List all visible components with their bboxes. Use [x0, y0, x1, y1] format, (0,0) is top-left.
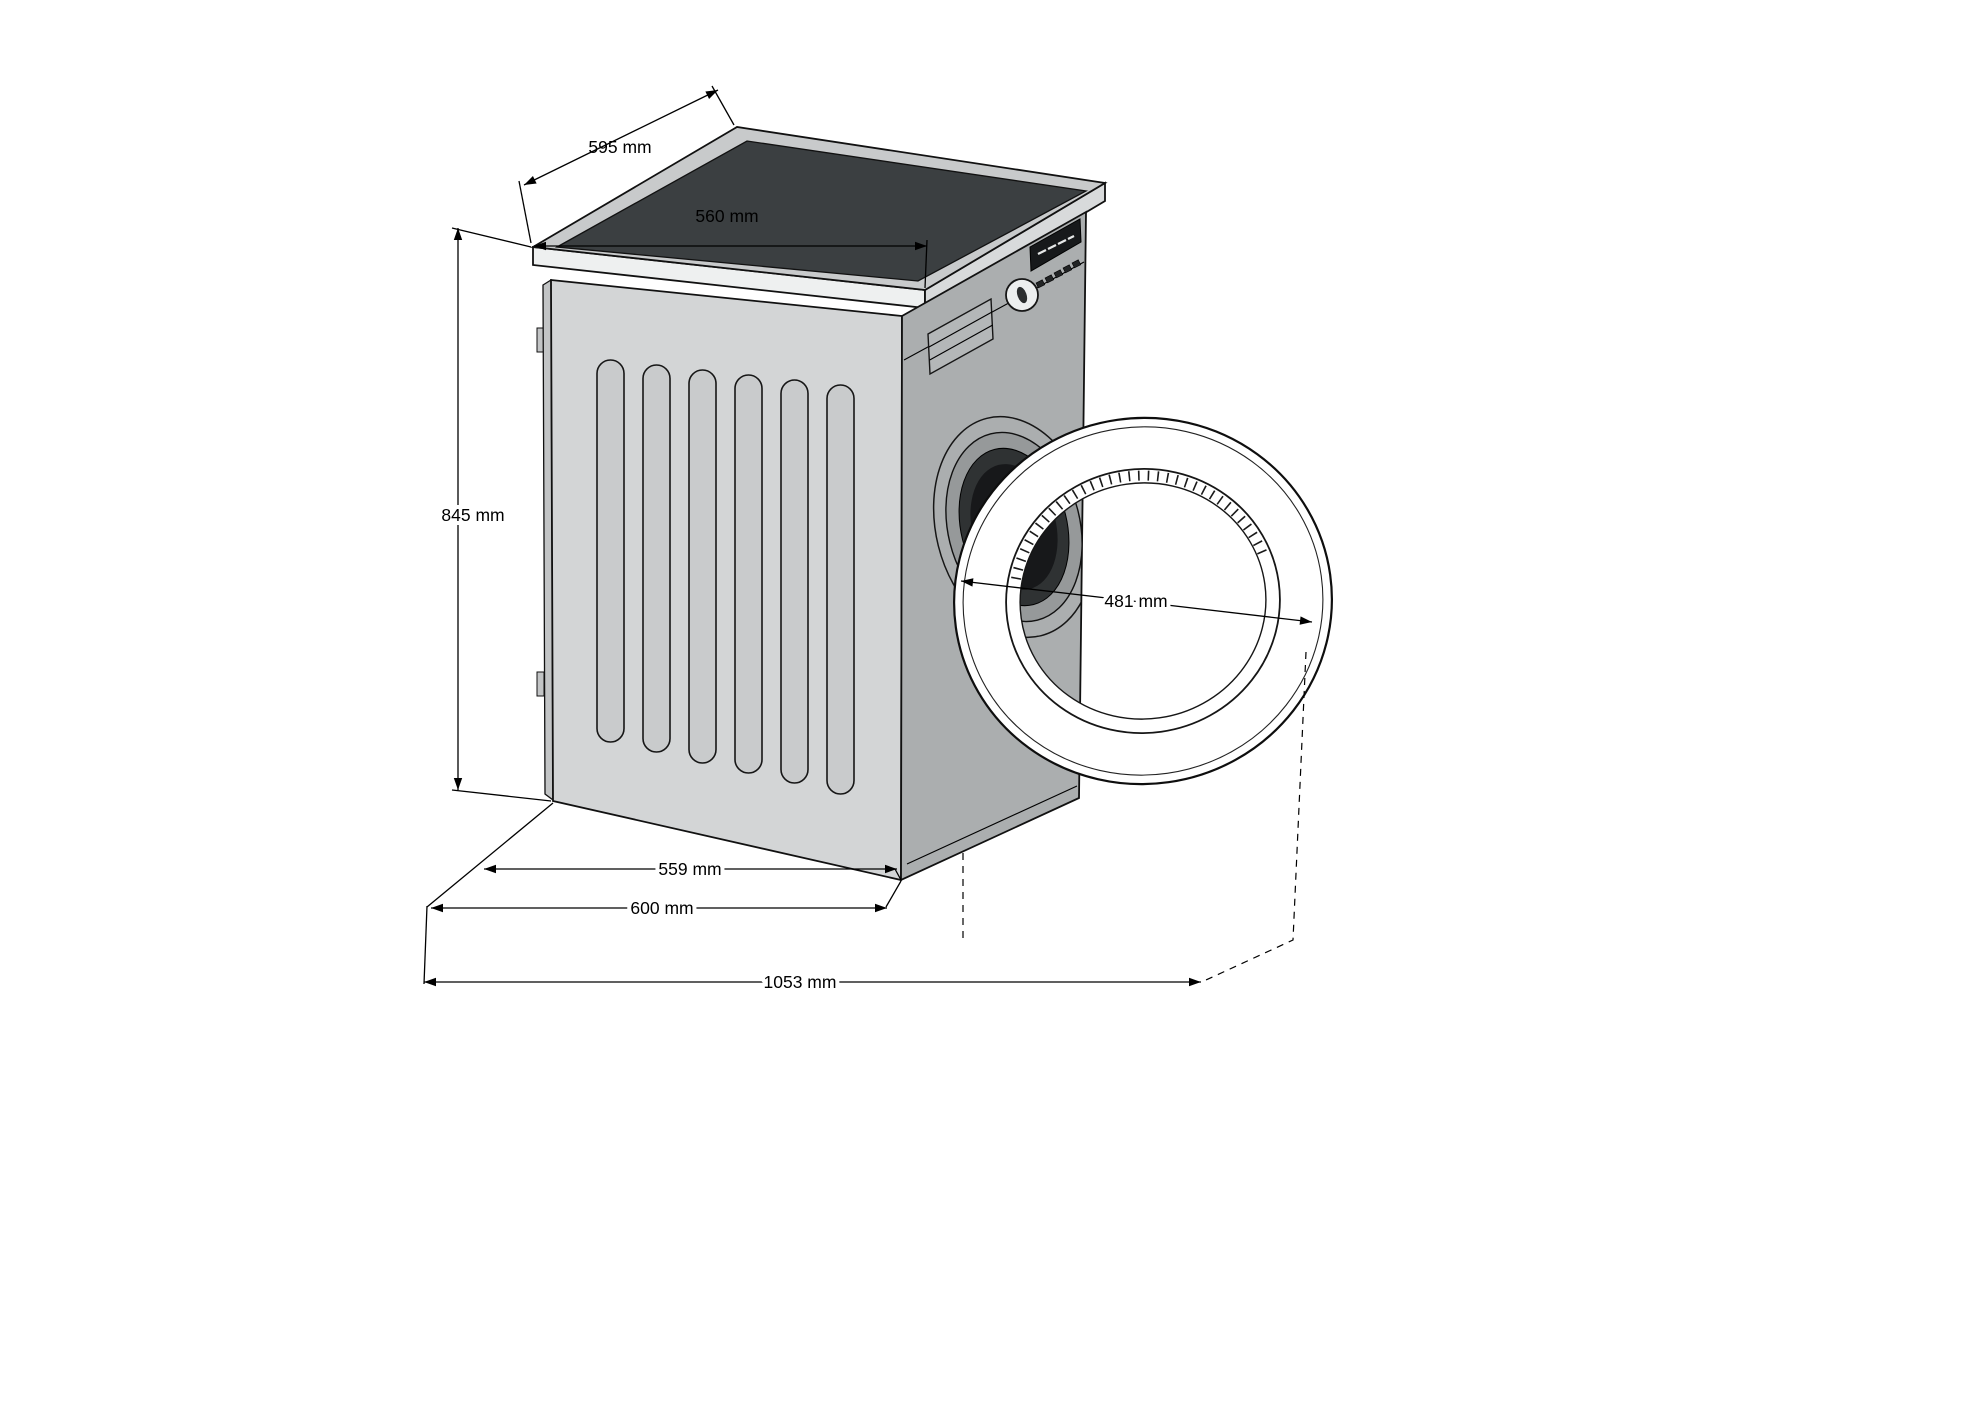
floor-projection-line [426, 802, 554, 908]
dimension-top-width: 560 mm [534, 206, 927, 251]
hinge-tab-lower [536, 671, 545, 697]
open-door-ring [953, 416, 1333, 786]
door-rim-hatching [1011, 470, 1269, 580]
dimension-annotations: 595 mm 560 mm 845 mm 481 mm 559 mm 600 m… [423, 85, 1313, 996]
knob-grip [1016, 286, 1028, 304]
vent-slot [596, 359, 625, 743]
dashed-projection-door [1205, 651, 1307, 981]
vent-slot [642, 364, 671, 753]
extension-line [423, 905, 428, 985]
vent-slot [826, 384, 855, 795]
dimension-label-height: 845 mm [441, 505, 504, 525]
extension-line [451, 227, 532, 248]
detergent-drawer [927, 297, 994, 376]
dimension-line-top-depth [523, 89, 719, 186]
dimension-line-door-diameter [960, 578, 1313, 625]
panel-buttons [1035, 259, 1082, 289]
vent-slot [688, 369, 717, 764]
vent-slot [780, 379, 809, 784]
dimension-label-top-depth: 595 mm [588, 137, 651, 157]
door-outer-contour [962, 426, 1324, 776]
kick-plate-line [906, 785, 1078, 865]
dimension-top-depth: 595 mm [523, 89, 719, 186]
dimension-label-base-depth: 559 mm [658, 859, 721, 879]
dimension-label-top-width: 560 mm [695, 206, 758, 226]
dimension-door-diameter: 481 mm [960, 578, 1313, 625]
washing-machine [530, 126, 1333, 882]
dimension-depth-door-open: 1053 mm [424, 968, 1201, 996]
dimension-label-depth-door-open: 1053 mm [764, 972, 837, 992]
dimension-base-width: 600 mm [431, 894, 887, 922]
vent-slots [596, 359, 855, 795]
control-panel [1005, 218, 1082, 312]
dimension-label-base-width: 600 mm [630, 898, 693, 918]
extension-line [518, 180, 532, 244]
display-digits [1037, 235, 1075, 255]
extension-line [451, 789, 552, 802]
vent-slot [734, 374, 763, 774]
door-frame-outline [932, 415, 1086, 639]
dimension-base-depth: 559 mm [484, 855, 897, 883]
extension-line [885, 880, 902, 908]
dimension-label-door-diameter: 481 mm [1104, 591, 1167, 611]
door-outer-edge [953, 416, 1333, 786]
dimension-height: 845 mm [437, 228, 509, 790]
